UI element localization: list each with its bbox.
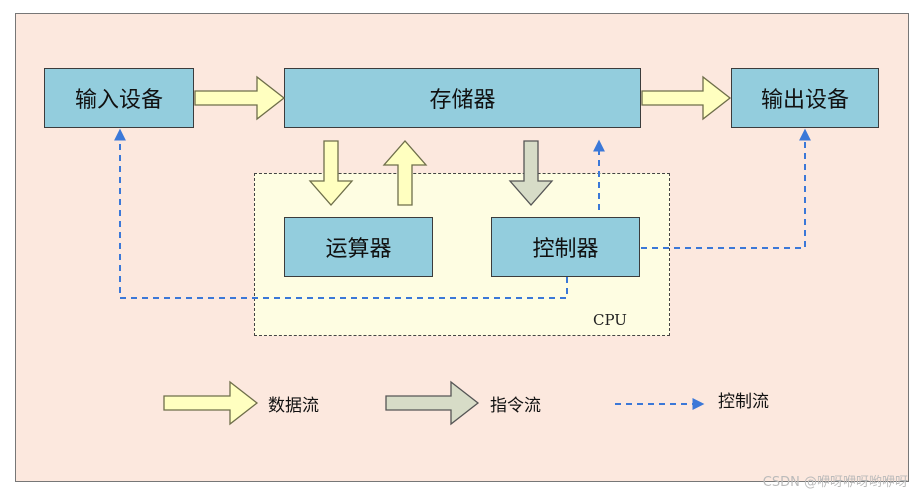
instruction-arrow-memory-to-controller	[508, 140, 554, 206]
cpu-label: CPU	[593, 311, 627, 329]
data-arrow-input-to-memory	[194, 75, 286, 121]
data-arrow-memory-to-alu	[308, 140, 354, 206]
output-device-block: 输出设备	[731, 68, 879, 128]
input-device-block: 输入设备	[44, 68, 194, 128]
controller-block: 控制器	[491, 217, 640, 277]
legend-data-flow-label: 数据流	[268, 396, 319, 416]
watermark: CSDN @咿呀咿呀哟咿呀	[762, 475, 908, 490]
legend-instruction-arrow	[385, 380, 480, 426]
control-line-controller-to-input	[114, 128, 568, 299]
alu-block: 运算器	[284, 217, 433, 277]
legend-control-flow-label: 控制流	[718, 392, 769, 412]
memory-block: 存储器	[284, 68, 641, 128]
data-arrow-alu-to-memory	[382, 140, 428, 206]
control-line-controller-to-output	[641, 128, 811, 249]
legend-data-arrow	[163, 380, 259, 426]
legend-instruction-flow-label: 指令流	[490, 396, 541, 416]
data-arrow-memory-to-output	[641, 75, 732, 121]
